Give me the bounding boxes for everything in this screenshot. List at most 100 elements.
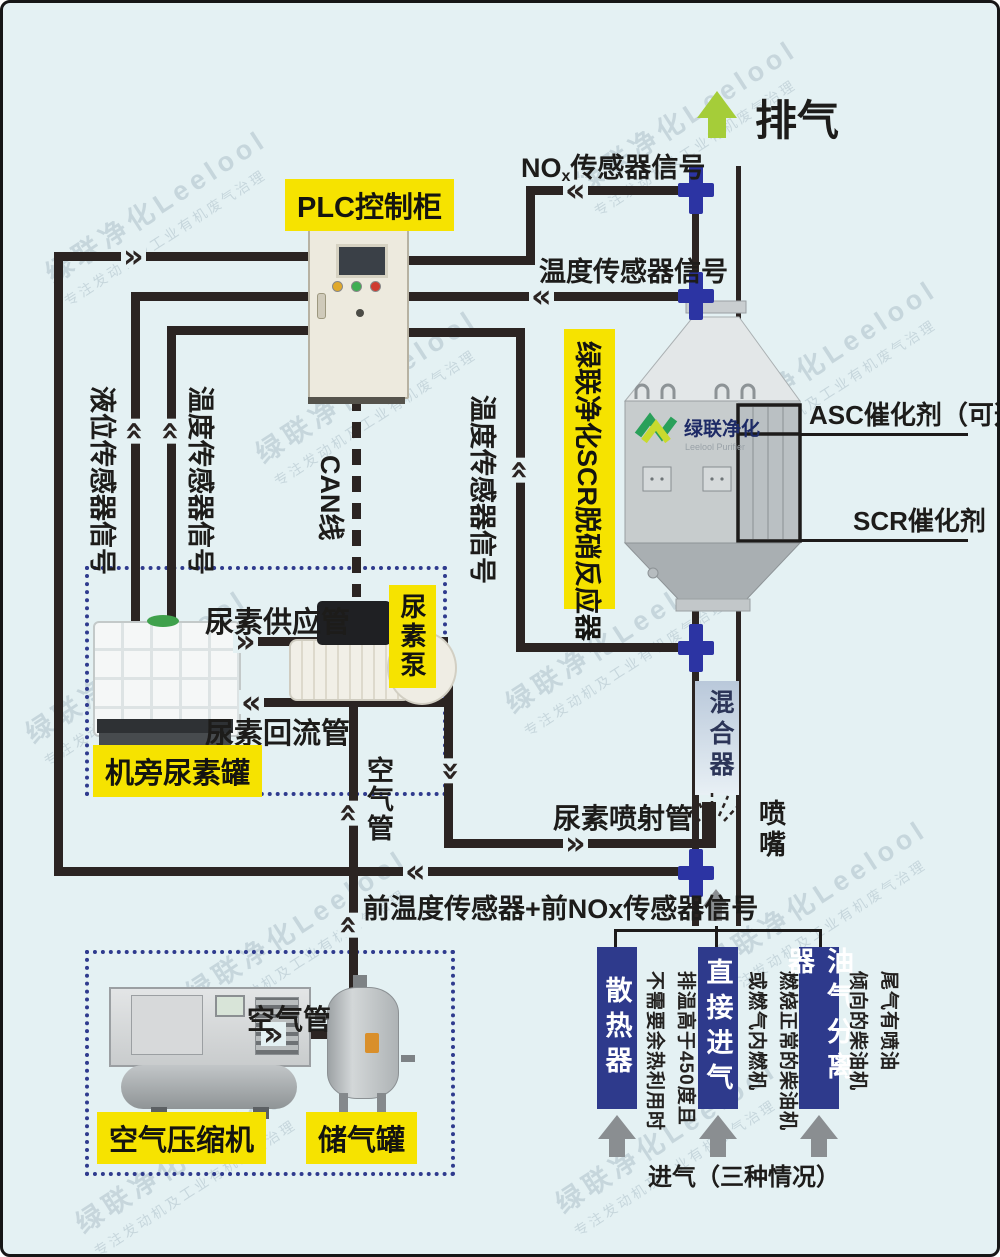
air-tank-label: 储气罐 — [306, 1112, 418, 1164]
nox-label-suffix: 传感器信号 — [570, 153, 706, 183]
nox-label-prefix: NO — [521, 153, 562, 183]
plc-handle — [317, 293, 326, 319]
intake-note-line: 倾向的柴油机 — [847, 971, 868, 1092]
flow-arrow-right: » — [233, 622, 258, 660]
nox-label-sub: x — [561, 168, 571, 185]
intake-note-line: 排温高于450度且 — [675, 971, 696, 1126]
air-pipe-vertical-label: 空气管 — [363, 756, 393, 843]
scr-reactor-icon: 绿联净化 Leelool Purifier — [623, 300, 802, 612]
urea-injection-line-vertical — [444, 658, 453, 848]
nox-signal-line-to-plc — [403, 256, 535, 265]
plc-cabinet-label: PLC控制柜 — [285, 179, 455, 231]
level-signal-label: 液位传感器信号 — [87, 386, 117, 575]
intake-note-line: 或燃气内燃机 — [746, 971, 767, 1092]
flow-arrow-left: « — [563, 171, 588, 209]
intake-option-label: 直接进气 — [702, 958, 733, 1098]
level-signal-line-vertical — [131, 292, 140, 647]
nox-signal-line-top — [526, 186, 697, 195]
flow-arrow-up: « — [152, 418, 191, 444]
flow-arrow-down: « — [429, 758, 468, 784]
exhaust-arrow-icon — [697, 91, 737, 138]
urea-tank-icon — [91, 615, 241, 755]
asc-catalyst-label: ASC催化剂（可选） — [809, 400, 997, 430]
plc-base — [308, 397, 405, 404]
front-signal-line-bottom — [54, 867, 697, 876]
reactor-vertical-label: 绿联净化SCR脱硝反应器 — [564, 329, 615, 641]
temp-sensor-flange-tail — [672, 272, 720, 320]
front-signal-line-top — [54, 252, 310, 261]
front-sensor-flange — [672, 849, 720, 897]
air-compressor-label: 空气压缩机 — [97, 1112, 267, 1164]
intake-option-label: 散热器 — [601, 975, 632, 1081]
intake-bracket-stub-mid — [715, 926, 718, 949]
intake-bracket-stub-left — [614, 929, 617, 949]
temp-signal-label-top: 温度传感器信号 — [539, 257, 728, 287]
flow-arrow-up: « — [330, 800, 369, 826]
plc-screen — [336, 244, 388, 278]
intake-arrow-separator — [800, 1115, 838, 1157]
intake-arrow-duct — [703, 889, 729, 921]
temp-signal-line-left-horizontal — [167, 326, 310, 335]
temp-signal-mid-top — [403, 328, 525, 337]
intake-arrow-radiator — [598, 1115, 636, 1157]
scr-callout-line — [740, 539, 968, 542]
temp-sensor-flange-mid — [672, 624, 720, 672]
nox-signal-line-vertical — [526, 186, 535, 265]
nozzle-spray-icon — [686, 793, 738, 822]
flow-arrow-right: » — [121, 237, 146, 275]
plc-indicator-lights — [332, 281, 381, 292]
can-line-label: CAN线 — [315, 455, 345, 541]
reactor-logo-icon — [634, 412, 678, 444]
flow-arrow-up: « — [116, 418, 155, 444]
exhaust-label: 排气 — [755, 97, 840, 144]
urea-pump-label: 尿素泵 — [389, 585, 436, 688]
air-pipe-vertical — [349, 706, 358, 988]
intake-bracket-stub-right — [819, 929, 822, 949]
front-signal-label: 前温度传感器+前NOx传感器信号 — [363, 894, 759, 924]
intake-option-radiator: 散热器 — [597, 947, 637, 1109]
urea-return-label: 尿素回流管 — [205, 718, 351, 750]
mixer-icon — [695, 681, 739, 795]
reactor-logo-en: Leelool Purifier — [685, 442, 745, 452]
temp-signal-mid-vertical — [516, 328, 525, 652]
temp-signal-line-left-vertical — [167, 326, 176, 647]
intake-arrow-direct — [699, 1115, 737, 1157]
flow-arrow-right: » — [261, 1015, 286, 1053]
front-signal-line-vertical — [54, 252, 63, 876]
intake-bracket — [614, 929, 822, 932]
nozzle-label: 喷嘴 — [755, 799, 785, 861]
intake-option-direct: 直接进气 — [698, 947, 738, 1109]
flow-arrow-left: « — [239, 683, 264, 721]
intake-note-line: 燃烧正常的柴油机 — [777, 971, 798, 1132]
intake-option-label: 油气分离器 — [784, 947, 853, 1087]
flow-arrow-left: « — [529, 277, 554, 315]
air-supply-group-box — [85, 950, 455, 1176]
urea-tank-label: 机旁尿素罐 — [93, 745, 263, 797]
flow-arrow-up: « — [501, 457, 540, 483]
plc-lock — [356, 309, 364, 317]
intake-option-separator: 油气分离器 — [784, 947, 853, 1109]
flow-arrow-right: » — [563, 824, 588, 862]
mixer-label: 混合器 — [706, 689, 734, 782]
intake-note-radiator: 排温高于450度且 不需要余热利用时 — [643, 971, 701, 1136]
intake-caption: 进气（三种情况） — [648, 1164, 840, 1191]
temp-signal-mid-bottom — [516, 643, 697, 652]
intake-note-separator: 尾气有喷油 倾向的柴油机 — [846, 971, 904, 1101]
can-line — [352, 395, 361, 597]
nox-signal-label: NOx传感器信号 — [521, 146, 705, 186]
air-pipe-bottom-label: 空气管 — [247, 1004, 332, 1035]
nox-sensor-flange — [672, 166, 720, 214]
asc-callout-line — [740, 433, 968, 436]
intake-note-direct: 燃烧正常的柴油机 或燃气内燃机 — [745, 971, 803, 1136]
reactor-logo-cn: 绿联净化 — [684, 417, 760, 440]
scr-catalyst-label: SCR催化剂 — [853, 506, 986, 536]
temp-signal-label-left: 温度传感器信号 — [185, 386, 215, 575]
air-tank-icon — [315, 975, 415, 1120]
intake-note-line: 不需要余热利用时 — [644, 971, 665, 1132]
urea-supply-label: 尿素供应管 — [205, 607, 351, 639]
urea-injection-label: 尿素喷射管 — [553, 803, 694, 834]
level-signal-line-horizontal — [131, 292, 310, 301]
flow-arrow-up: « — [330, 912, 369, 938]
